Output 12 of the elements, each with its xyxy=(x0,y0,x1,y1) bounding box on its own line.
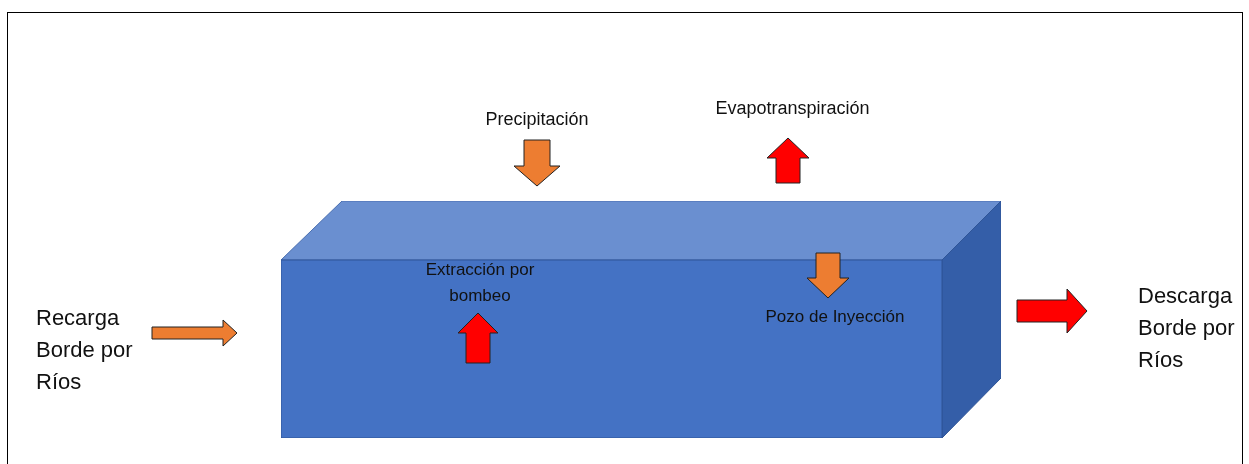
injection-well-label: Pozo de Inyección xyxy=(764,306,906,328)
block-arrow xyxy=(151,319,238,347)
block-arrow xyxy=(806,252,850,299)
recharge-label: Recarga Borde por Ríos xyxy=(36,304,134,396)
block-arrow xyxy=(1016,288,1088,334)
discharge-label: Descarga Borde por Ríos xyxy=(1138,282,1236,374)
block-arrow xyxy=(457,312,499,364)
block-arrow xyxy=(513,139,561,187)
pumping-extraction-label: Extracción por bombeo xyxy=(424,259,536,307)
evapotranspiration-label: Evapotranspiración xyxy=(714,97,871,120)
block-arrow xyxy=(766,137,810,184)
precipitation-label: Precipitación xyxy=(484,108,590,131)
